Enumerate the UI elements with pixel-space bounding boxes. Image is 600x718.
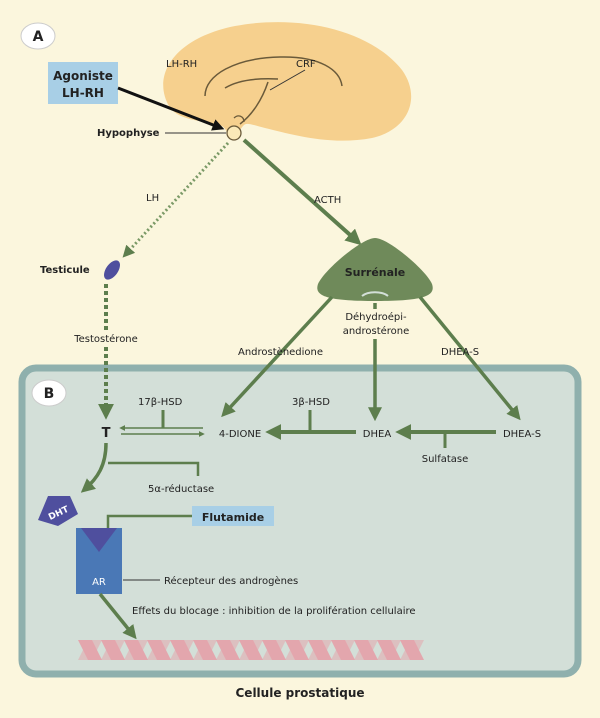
dheas-top-label: DHEA-S bbox=[441, 347, 479, 358]
dht-ligand: DHT bbox=[38, 496, 78, 526]
flutamide-box bbox=[192, 506, 274, 526]
svg-text:AR: AR bbox=[92, 577, 106, 588]
dna-segment bbox=[377, 640, 401, 660]
hsd3-label: 3β-HSD bbox=[292, 397, 330, 408]
dna-segment bbox=[124, 640, 148, 660]
testosterone-label: Testostérone bbox=[73, 333, 138, 345]
svg-text:A: A bbox=[33, 29, 44, 45]
dna-strand bbox=[78, 640, 424, 660]
lh-arrow bbox=[122, 141, 230, 258]
dna-segment bbox=[262, 640, 286, 660]
agonist-arrow bbox=[117, 86, 225, 131]
svg-text:Agoniste: Agoniste bbox=[53, 69, 113, 83]
dna-segment bbox=[354, 640, 378, 660]
dna-segment bbox=[239, 640, 263, 660]
testicle bbox=[104, 260, 120, 280]
androstenedione-label: Androstènedione bbox=[238, 346, 323, 358]
dna-segment bbox=[101, 640, 125, 660]
dna-segment bbox=[400, 640, 424, 660]
dheas-label: DHEA-S bbox=[503, 429, 541, 440]
sulfatase-label: Sulfatase bbox=[422, 454, 469, 465]
dna-segment bbox=[170, 640, 194, 660]
brain bbox=[163, 22, 412, 141]
lhrh-brain-label: LH-RH bbox=[166, 59, 197, 70]
agonist-box: Agoniste LH-RH bbox=[48, 62, 118, 104]
ar-description: Récepteur des androgènes bbox=[164, 575, 298, 587]
adrenal-notch bbox=[361, 291, 389, 297]
dhea-label: DHEA bbox=[363, 429, 392, 440]
androgen-receptor: AR bbox=[76, 528, 122, 594]
reductase-label: 5α-réductase bbox=[148, 483, 214, 495]
reductase-tick bbox=[108, 461, 200, 476]
dheas-arrow bbox=[418, 295, 521, 421]
dhea-full-line1: Déhydroépi- bbox=[345, 311, 407, 323]
dna-segment bbox=[78, 640, 102, 660]
crf-pointer bbox=[269, 69, 306, 91]
dione-label: 4-DIONE bbox=[219, 429, 261, 440]
lh-label: LH bbox=[146, 193, 159, 204]
hypophyse-label: Hypophyse bbox=[97, 128, 160, 139]
dna-segment bbox=[216, 640, 240, 660]
acth-arrow bbox=[242, 138, 362, 246]
hypophysis bbox=[226, 115, 245, 141]
svg-text:B: B bbox=[44, 386, 55, 402]
t-label: T bbox=[102, 426, 111, 441]
panel-a-badge: A bbox=[20, 22, 56, 50]
flutamide-label: Flutamide bbox=[202, 511, 264, 524]
dna-segment bbox=[147, 640, 171, 660]
androstenedione-arrow bbox=[221, 295, 334, 418]
testicule-label: Testicule bbox=[40, 265, 90, 276]
effects-arrow bbox=[98, 592, 137, 640]
effects-text: Effets du blocage : inhibition de la pro… bbox=[132, 605, 416, 617]
panel-b-badge: B bbox=[31, 379, 67, 407]
dna-segment bbox=[331, 640, 355, 660]
surrenale-label: Surrénale bbox=[345, 266, 406, 279]
prostate-cell-panel bbox=[18, 364, 582, 678]
dna-segment bbox=[285, 640, 309, 660]
acth-label: ACTH bbox=[314, 195, 341, 206]
svg-text:LH-RH: LH-RH bbox=[62, 86, 104, 100]
flutamide-link bbox=[106, 514, 192, 528]
adrenal-gland bbox=[317, 238, 433, 301]
crf-label: CRF bbox=[296, 59, 316, 70]
cell-label: Cellule prostatique bbox=[236, 686, 365, 700]
dna-segment bbox=[308, 640, 332, 660]
dhea-full-line2: androstérone bbox=[343, 325, 410, 337]
hsd17-label: 17β-HSD bbox=[138, 397, 183, 408]
t-to-dht-arrow bbox=[80, 442, 108, 493]
dna-segment bbox=[193, 640, 217, 660]
